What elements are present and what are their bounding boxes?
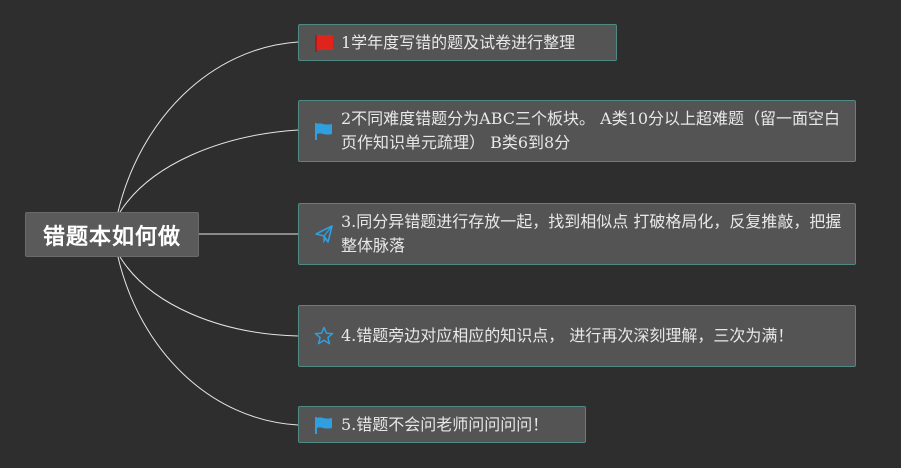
blue-flag-icon bbox=[313, 120, 335, 142]
root-topic-label: 错题本如何做 bbox=[42, 224, 181, 250]
red-flag-icon bbox=[313, 32, 335, 54]
root-topic[interactable]: 错题本如何做 bbox=[25, 212, 199, 257]
star-icon bbox=[313, 325, 335, 347]
blue-flag-icon bbox=[313, 414, 335, 436]
connector-4 bbox=[119, 256, 299, 337]
connector-2 bbox=[119, 129, 299, 213]
topic-node-3-text: 3.同分异错题进行存放一起，找到相似点 打破格局化，反复推敲，把握整体脉落 bbox=[341, 212, 842, 255]
connector-5 bbox=[117, 256, 299, 426]
topic-node-5[interactable]: 5.错题不会问老师问问问问！ bbox=[298, 406, 586, 443]
topic-node-2[interactable]: 2不同难度错题分为ABC三个板块。 A类10分以上超难题（留一面空白页作知识单元… bbox=[298, 100, 856, 162]
paper-plane-icon bbox=[313, 223, 335, 245]
topic-node-1[interactable]: 1学年度写错的题及试卷进行整理 bbox=[298, 24, 617, 61]
connector-1 bbox=[117, 41, 299, 213]
topic-node-2-text: 2不同难度错题分为ABC三个板块。 A类10分以上超难题（留一面空白页作知识单元… bbox=[341, 109, 841, 152]
topic-node-5-text: 5.错题不会问老师问问问问！ bbox=[341, 414, 549, 434]
topic-node-4[interactable]: 4.错题旁边对应相应的知识点， 进行再次深刻理解，三次为满！ bbox=[298, 305, 856, 367]
topic-node-1-text: 1学年度写错的题及试卷进行整理 bbox=[341, 32, 576, 52]
topic-node-3[interactable]: 3.同分异错题进行存放一起，找到相似点 打破格局化，反复推敲，把握整体脉落 bbox=[298, 203, 856, 265]
topic-node-4-text: 4.错题旁边对应相应的知识点， 进行再次深刻理解，三次为满！ bbox=[341, 326, 794, 345]
